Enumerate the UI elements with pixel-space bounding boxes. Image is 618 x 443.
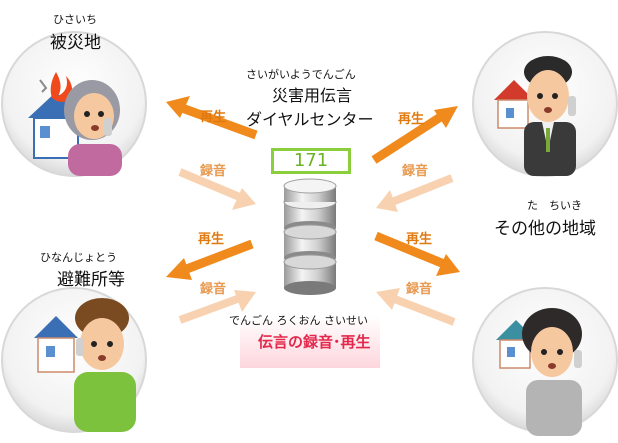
shelter-label: 避難所等: [57, 270, 125, 290]
grandmother-illustration: [28, 72, 122, 176]
playback-label-bottom-left: 再生: [198, 232, 225, 247]
other-region-label: その他の地域: [494, 219, 596, 239]
recording-playback-panel: [240, 316, 380, 368]
record-label-bottom-left: 録音: [200, 282, 227, 297]
center-title-line2: ダイヤルセンター: [246, 110, 374, 129]
arrow-record-bottom-right: [376, 288, 456, 326]
man-illustration: [494, 56, 576, 176]
arrow-playback-bottom-right: [374, 231, 460, 276]
bottom-ruby: でんごん ろくおん さいせい: [229, 314, 368, 327]
woman-illustration: [496, 308, 582, 436]
arrow-record-bottom-left: [178, 290, 256, 324]
server-stack-icon: [283, 178, 337, 295]
shelter-ruby: ひなんじょとう: [40, 251, 117, 264]
playback-label-top-right: 再生: [398, 112, 425, 127]
center-title-line1: 災害用伝言: [272, 86, 353, 105]
arrow-playback-bottom-left: [166, 239, 254, 280]
arrow-playback-top-left: [166, 96, 258, 140]
arrow-record-top-right: [376, 174, 454, 212]
arrow-record-top-left: [178, 168, 256, 210]
record-label-top-left: 録音: [200, 164, 227, 179]
record-label-bottom-right: 録音: [406, 282, 433, 297]
record-label-top-right: 録音: [402, 164, 429, 179]
center-title-ruby: さいがいようでんごん: [246, 68, 356, 81]
boy-illustration: [34, 298, 136, 432]
disaster-area-ruby: ひさいち: [53, 13, 97, 26]
number-badge: 171: [271, 148, 351, 174]
disaster-area-label: 被災地: [50, 33, 101, 53]
bottom-label: 伝言の録音･再生: [258, 333, 371, 351]
arrow-playback-top-right: [371, 106, 458, 164]
playback-label-bottom-right: 再生: [406, 232, 433, 247]
playback-label-top-left: 再生: [200, 110, 227, 125]
other-region-ruby: た ちいき: [527, 199, 582, 212]
